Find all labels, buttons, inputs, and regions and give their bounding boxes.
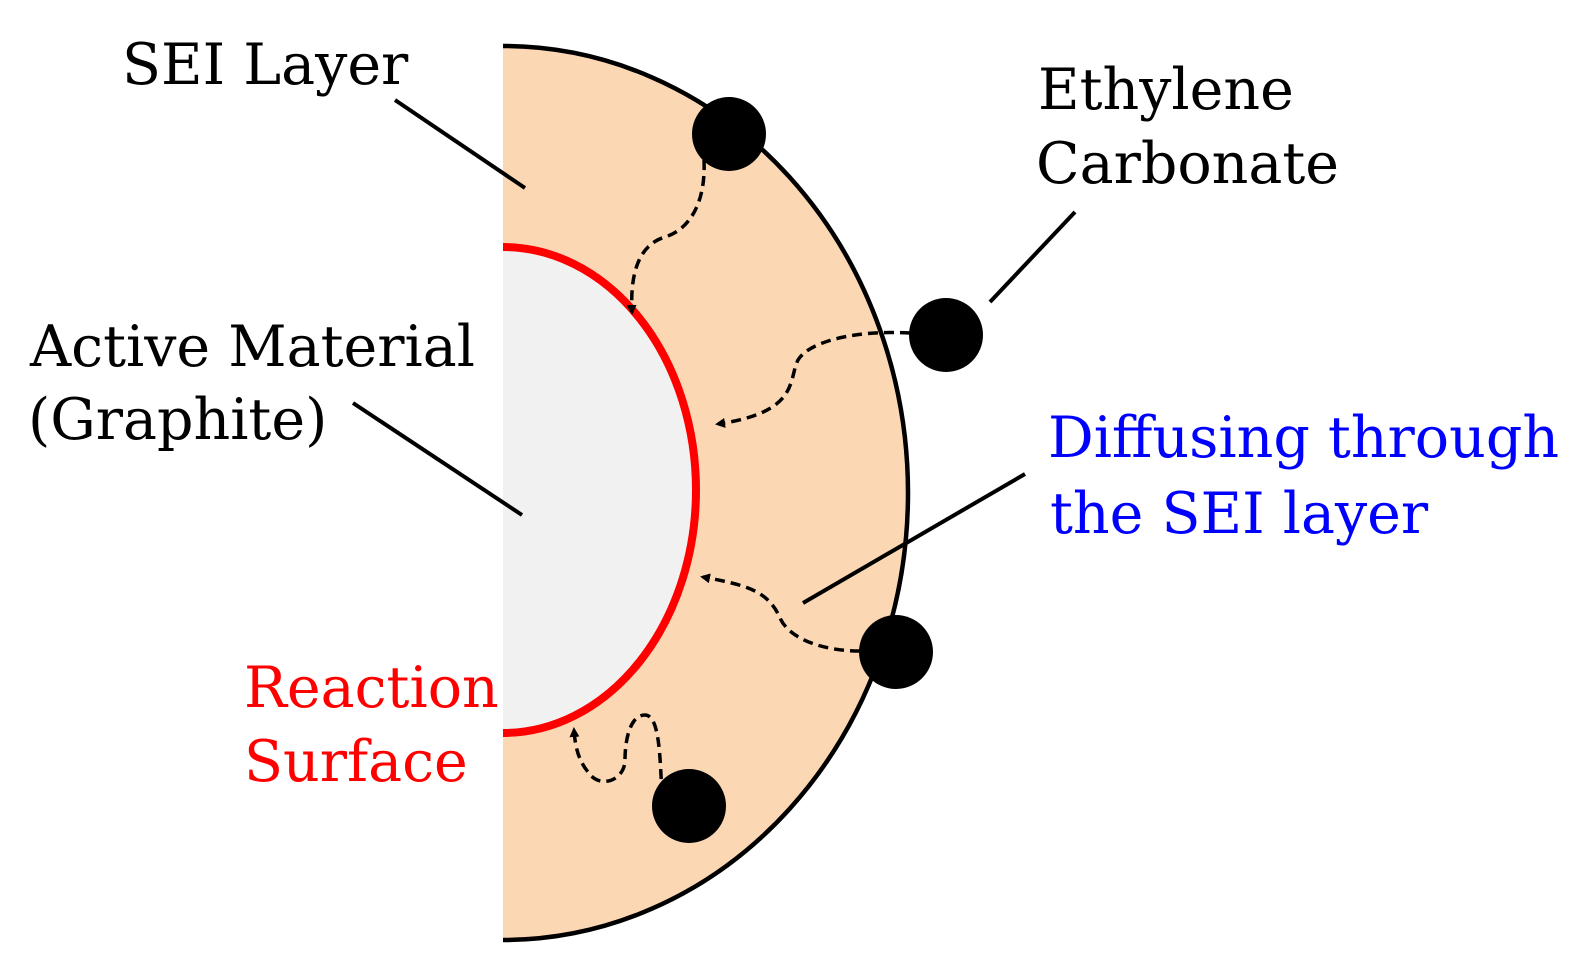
active-material-label-line2: (Graphite) [28,387,328,453]
sei-layer-label: SEI Layer [122,32,409,98]
ethylene-carbonate-molecule [909,298,983,372]
sei-outer-boundary [502,43,911,943]
diffusing-label-line2: the SEI layer [1050,481,1429,547]
reaction-surface-curve [502,243,700,737]
sei-layer-region [503,46,908,940]
ethylene-carbonate-leader-line [988,210,1077,304]
active-material-region [503,247,696,733]
diffusing-label-line1: Diffusing through [1048,405,1560,471]
reaction-surface-label-line1: Reaction [244,655,499,721]
ethylene-carbonate-label-line2: Carbonate [1036,131,1339,197]
diffusing-leader-line [801,472,1027,605]
ethylene-carbonate-molecule [652,769,726,843]
diffusion-path-2 [715,330,911,428]
ethylene-carbonate-molecule [692,97,766,171]
active-material-leader-line [351,401,524,517]
diffusion-path-1 [626,159,706,315]
sei-layer-leader-line [393,98,527,190]
active-material-label-line1: Active Material [30,314,475,380]
diffusion-path-4 [569,713,664,796]
ethylene-carbonate-label-line1: Ethylene [1038,57,1294,123]
diffusion-path-3 [700,573,861,653]
reaction-surface-label-line2: Surface [244,729,468,795]
ethylene-carbonate-molecule [859,615,933,689]
